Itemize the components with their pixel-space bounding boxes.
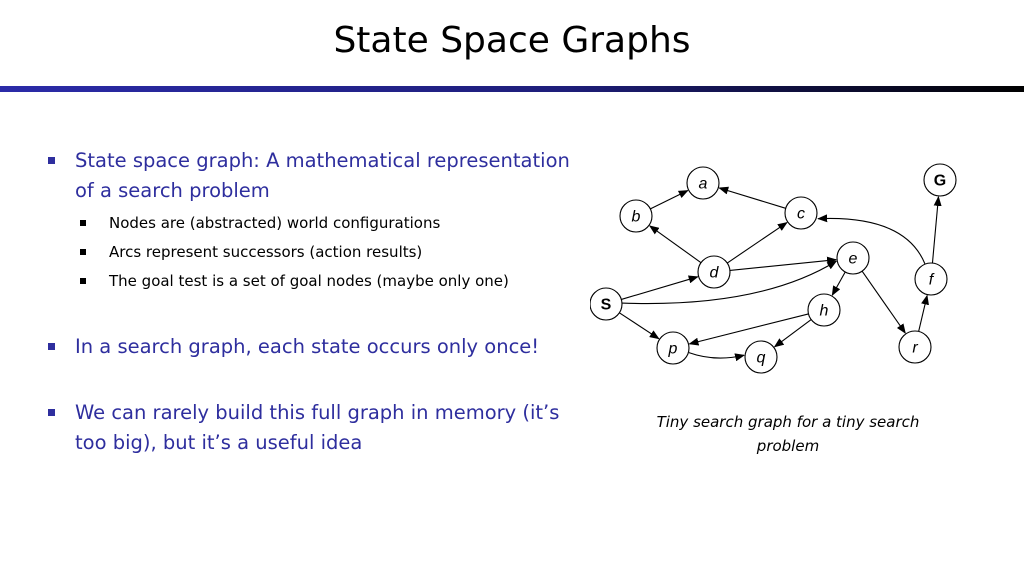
node-S: S (590, 287, 623, 321)
square-bullet-icon (80, 220, 86, 226)
bullet-1: State space graph: A mathematical repres… (48, 146, 578, 206)
node-label: h (820, 303, 829, 320)
edge-c-a (718, 186, 786, 209)
sub-bullet-1-text: Nodes are (abstracted) world configurati… (109, 214, 441, 232)
node-G: G (923, 163, 957, 197)
node-label: b (632, 209, 641, 226)
node-label: q (757, 350, 766, 367)
sub-bullet-2-text: Arcs represent successors (action result… (109, 243, 423, 261)
node-d: d (697, 255, 731, 289)
node-label: c (797, 206, 805, 223)
node-circle (686, 166, 720, 200)
node-circle (697, 255, 731, 289)
node-e: e (836, 241, 870, 275)
edge-S-p (619, 312, 660, 340)
node-circle (784, 196, 818, 230)
sub-bullet-3-text: The goal test is a set of goal nodes (ma… (109, 272, 509, 290)
node-p: p (656, 331, 690, 365)
node-label: G (934, 173, 946, 190)
node-f: f (914, 262, 948, 296)
node-label: f (929, 272, 935, 289)
edge-h-p (688, 313, 809, 346)
edge-p-q (688, 352, 746, 362)
node-a: a (686, 166, 720, 200)
node-h: h (807, 293, 841, 327)
sub-bullet-2: Arcs represent successors (action result… (75, 238, 578, 267)
node-circle (914, 262, 948, 296)
square-bullet-icon (80, 278, 86, 284)
node-circle (923, 163, 957, 197)
edge-d-c (726, 221, 788, 264)
node-label: S (601, 297, 612, 314)
sub-bullet-3: The goal test is a set of goal nodes (ma… (75, 267, 578, 296)
square-bullet-icon (48, 343, 55, 350)
node-b: b (619, 199, 653, 233)
bullet-3: We can rarely build this full graph in m… (48, 398, 565, 458)
edge-r-f (918, 294, 929, 332)
square-bullet-icon (48, 409, 55, 416)
node-r: r (898, 330, 932, 364)
bullet-list: State space graph: A mathematical repres… (48, 146, 578, 458)
search-graph: a b c d e f Gh p q r S (590, 163, 957, 374)
title-rule (0, 86, 1024, 92)
node-label: a (699, 176, 708, 193)
edge-e-h (831, 271, 846, 297)
node-circle (807, 293, 841, 327)
node-circle (590, 287, 623, 321)
node-label: r (912, 340, 918, 357)
node-circle (619, 199, 653, 233)
edge-f-c (817, 214, 926, 265)
edge-e-r (861, 270, 906, 334)
node-label: e (849, 251, 858, 268)
node-circle (656, 331, 690, 365)
node-label: p (668, 341, 678, 358)
bullet-2: In a search graph, each state occurs onl… (48, 332, 578, 362)
graph-caption: Tiny search graph for a tiny search prob… (656, 413, 920, 455)
edge-f-G (931, 195, 942, 264)
bullet-1-text: State space graph: A mathematical repres… (75, 149, 570, 202)
edge-S-d (621, 275, 699, 300)
node-circle (836, 241, 870, 275)
edge-d-b (648, 225, 702, 264)
node-circle (744, 340, 778, 374)
slide-title: State Space Graphs (333, 20, 691, 61)
graph-nodes: a b c d e f Gh p q r S (590, 163, 957, 374)
node-circle (898, 330, 932, 364)
graph-edges (619, 186, 942, 362)
edge-h-q (773, 319, 812, 348)
bullet-3-text: We can rarely build this full graph in m… (75, 401, 560, 454)
node-q: q (744, 340, 778, 374)
edge-b-a (650, 190, 689, 210)
bullet-2-text: In a search graph, each state occurs onl… (75, 335, 540, 358)
square-bullet-icon (80, 249, 86, 255)
sub-bullet-1: Nodes are (abstracted) world configurati… (75, 209, 578, 238)
edge-S-e (621, 260, 838, 305)
edge-d-e (729, 256, 838, 271)
node-label: d (710, 265, 720, 282)
node-c: c (784, 196, 818, 230)
bullet-1-sublist: Nodes are (abstracted) world configurati… (48, 209, 578, 296)
square-bullet-icon (48, 157, 55, 164)
